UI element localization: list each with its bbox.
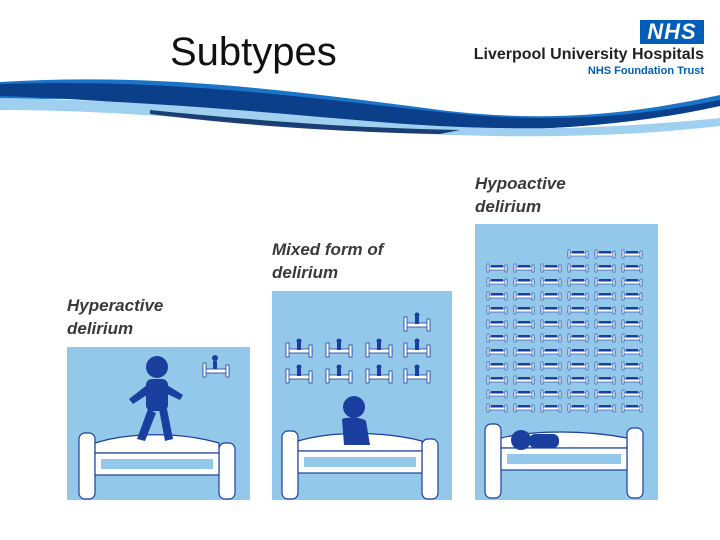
mini-bed-icon [513, 403, 535, 413]
mini-bed-icon [540, 319, 562, 329]
mini-bed-icon [594, 305, 616, 315]
mixed-label-line1: Mixed form of [272, 240, 384, 259]
mini-bed-icon [594, 249, 616, 259]
mini-bed-icon [567, 305, 589, 315]
small-bed-icon [202, 355, 230, 378]
mini-bed-icon [540, 277, 562, 287]
hyperactive-label: Hyperactive delirium [67, 294, 163, 340]
mini-bed-icon [567, 249, 589, 259]
header-swoosh [0, 79, 720, 137]
mini-bed-icon [540, 375, 562, 385]
slide-title: Subtypes [170, 30, 337, 74]
mini-bed-icon [567, 291, 589, 301]
mini-bed-icon [567, 263, 589, 273]
mini-bed-icon [540, 263, 562, 273]
mini-bed-icon [540, 403, 562, 413]
mini-bed-icon [486, 361, 508, 371]
mini-bed-icon [594, 375, 616, 385]
mixed-label-line2: delirium [272, 263, 339, 282]
mini-bed-icon [594, 319, 616, 329]
mini-bed-icon [513, 333, 535, 343]
mini-bed-icon [486, 375, 508, 385]
hyperactive-illustration [78, 355, 236, 500]
organisation-name: Liverpool University Hospitals [473, 46, 704, 63]
nhs-trust-logo: NHS Liverpool University Hospitals NHS F… [473, 16, 704, 77]
mini-bed-icon [567, 361, 589, 371]
mixed-panel [272, 291, 452, 500]
mini-bed-icon [621, 319, 643, 329]
bed-icon [78, 432, 236, 500]
hypoactive-label-line2: delirium [475, 197, 542, 216]
hyperactive-label-line1: Hyperactive [67, 296, 164, 315]
mini-bed-icon [513, 291, 535, 301]
mini-bed-icon [486, 277, 508, 287]
mini-bed-icon [486, 333, 508, 343]
mini-bed-icon [540, 305, 562, 315]
mini-bed-icon [621, 389, 643, 399]
mini-bed-icon [567, 333, 589, 343]
mini-bed-icon [594, 333, 616, 343]
hypoactive-panel [475, 224, 658, 500]
mini-bed-icon [513, 347, 535, 357]
mini-bed-icon [567, 319, 589, 329]
mini-bed-icon [594, 347, 616, 357]
hypoactive-label-line1: Hypoactive [475, 174, 566, 193]
mini-bed-icon [486, 305, 508, 315]
mini-bed-icon [486, 347, 508, 357]
mini-bed-icon [621, 249, 643, 259]
mini-bed-icon [486, 291, 508, 301]
mini-bed-icon [513, 389, 535, 399]
mini-bed-icon [567, 375, 589, 385]
mini-bed-icon [540, 291, 562, 301]
nhs-badge: NHS [640, 20, 704, 44]
mini-bed-icon [486, 389, 508, 399]
mini-bed-icon [594, 403, 616, 413]
mini-bed-icon [621, 305, 643, 315]
mini-bed-icon [594, 389, 616, 399]
mini-beds-group [486, 249, 643, 413]
mini-bed-icon [540, 361, 562, 371]
mini-bed-icon [594, 277, 616, 287]
mini-bed-icon [513, 361, 535, 371]
mini-bed-icon [540, 347, 562, 357]
mini-bed-icon [513, 263, 535, 273]
hyperactive-panel [67, 347, 250, 500]
mini-bed-icon [540, 333, 562, 343]
mini-bed-icon [621, 263, 643, 273]
mini-bed-icon [486, 319, 508, 329]
mini-bed-icon [540, 389, 562, 399]
sitting-person-icon [342, 396, 370, 445]
hyperactive-label-line2: delirium [67, 319, 134, 338]
mini-bed-icon [567, 277, 589, 287]
mini-bed-icon [621, 333, 643, 343]
mini-bed-icon [594, 263, 616, 273]
mini-bed-icon [567, 389, 589, 399]
mini-bed-icon [486, 403, 508, 413]
bed-icon [484, 423, 644, 499]
standing-person-icon [129, 356, 183, 441]
mini-bed-icon [567, 403, 589, 413]
mini-bed-icon [621, 291, 643, 301]
mini-bed-icon [621, 375, 643, 385]
mini-bed-icon [621, 277, 643, 287]
mini-bed-icon [513, 375, 535, 385]
trust-name: NHS Foundation Trust [587, 65, 704, 77]
mixed-label: Mixed form of delirium [272, 238, 383, 284]
mini-bed-icon [513, 277, 535, 287]
mini-bed-icon [621, 347, 643, 357]
mini-bed-icon [621, 361, 643, 371]
mini-bed-icon [567, 347, 589, 357]
mini-bed-icon [513, 305, 535, 315]
mini-bed-icon [486, 263, 508, 273]
mini-beds-group [285, 312, 431, 384]
bed-icon [281, 430, 439, 500]
mini-bed-icon [594, 361, 616, 371]
mini-bed-icon [513, 319, 535, 329]
lying-person-icon [511, 430, 559, 450]
mixed-illustration [281, 312, 439, 500]
hypoactive-label: Hypoactive delirium [475, 172, 566, 218]
mini-bed-icon [594, 291, 616, 301]
mini-bed-icon [621, 403, 643, 413]
hypoactive-illustration [484, 249, 644, 499]
